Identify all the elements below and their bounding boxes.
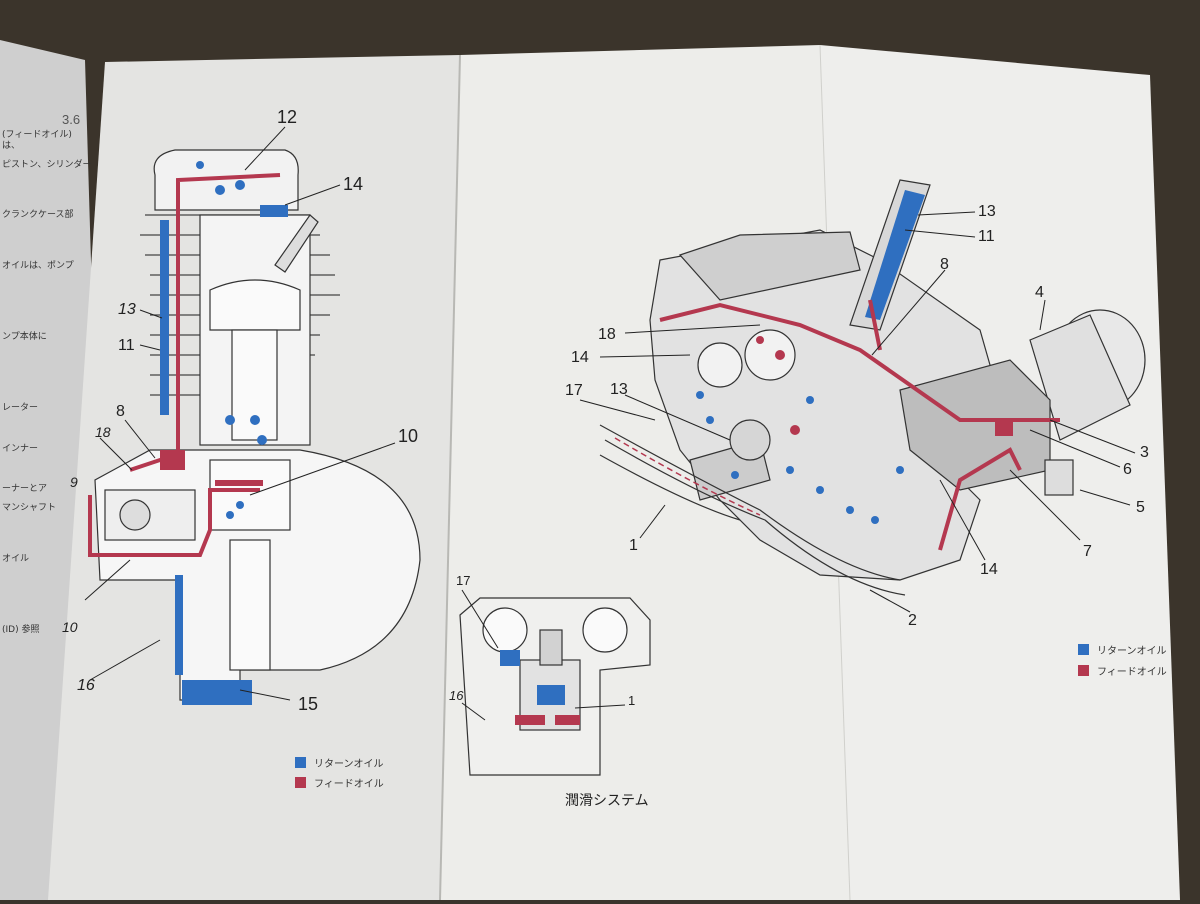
- callout-11-right: 11: [978, 228, 995, 245]
- margin-line: ピストン、シリンダー: [2, 159, 92, 170]
- callout-10-bottom: 10: [62, 619, 78, 635]
- callout-13-right: 13: [978, 203, 996, 220]
- callout-5: 5: [1136, 499, 1145, 516]
- margin-line: (ID) 参照: [2, 624, 40, 635]
- callout-18-right: 18: [598, 326, 616, 343]
- callout-13: 13: [118, 301, 136, 318]
- figure-caption: 潤滑システム: [565, 793, 649, 809]
- engine-perspective: [649, 179, 1146, 581]
- legend-return-oil-left: リターンオイル: [295, 755, 384, 770]
- oil-lines: [599, 424, 906, 596]
- inset-callout-16: 16: [449, 688, 464, 703]
- callout-1-right: 1: [629, 537, 638, 554]
- margin-line: クランクケース部: [2, 210, 74, 221]
- legend-return-oil-right: リターンオイル: [1078, 642, 1167, 657]
- callout-15: 15: [298, 694, 319, 714]
- callout-4: 4: [1035, 284, 1044, 301]
- legend-label: リターンオイル: [314, 759, 384, 770]
- callout-14-right-bottom: 14: [980, 561, 998, 578]
- margin-line: インナー: [2, 443, 39, 454]
- margin-line: オイル: [2, 553, 30, 564]
- engine-cross-section: [94, 149, 421, 701]
- callout-8: 8: [116, 403, 125, 420]
- callout-7: 7: [1083, 543, 1092, 560]
- margin-line: (フィードオイル) は、: [2, 130, 72, 151]
- callout-14: 14: [343, 174, 364, 194]
- callout-6: 6: [1123, 461, 1132, 478]
- right-return-oil: [696, 190, 925, 524]
- callout-8-right: 8: [940, 256, 949, 273]
- margin-line: レーター: [2, 402, 39, 413]
- margin-text: (フィードオイル) は、 ピストン、シリンダー クランクケース部 オイルは、ポン…: [2, 130, 92, 636]
- return-oil-swatch: [1078, 644, 1089, 655]
- legend-label: リターンオイル: [1097, 646, 1167, 657]
- right-leader-lines: [579, 211, 1136, 613]
- callout-9: 9: [70, 474, 78, 490]
- right-feed-oil: [659, 299, 1060, 551]
- left-leader-lines: [84, 126, 396, 701]
- callout-18: 18: [95, 424, 111, 440]
- feed-oil-swatch: [295, 777, 306, 788]
- margin-line: ンプ本体に: [2, 331, 47, 342]
- legend-label: フィードオイル: [1097, 667, 1167, 678]
- margin-line: オイルは、ポンプ: [2, 261, 74, 272]
- legend-feed-oil-left: フィードオイル: [295, 775, 384, 790]
- callout-13-right-lower: 13: [610, 381, 628, 398]
- legend-label: フィードオイル: [314, 779, 384, 790]
- return-oil-swatch: [295, 757, 306, 768]
- inset-callout-1: 1: [628, 693, 636, 708]
- page-number: 3.6: [62, 112, 81, 127]
- callout-17-right: 17: [565, 382, 583, 399]
- return-oil-paths: [160, 161, 288, 705]
- margin-line: ーナーとア: [2, 484, 48, 495]
- callout-16: 16: [77, 677, 95, 694]
- feed-oil-swatch: [1078, 665, 1089, 676]
- callout-11: 11: [118, 337, 135, 354]
- margin-line: マンシャフト: [2, 503, 57, 514]
- callout-14-right-top: 14: [571, 349, 589, 366]
- callout-10-top: 10: [398, 426, 419, 446]
- inset-callout-17: 17: [456, 573, 471, 588]
- callout-3: 3: [1140, 444, 1149, 461]
- callout-12: 12: [277, 107, 298, 127]
- legend-feed-oil-right: フィードオイル: [1078, 663, 1167, 678]
- callout-2: 2: [908, 612, 917, 629]
